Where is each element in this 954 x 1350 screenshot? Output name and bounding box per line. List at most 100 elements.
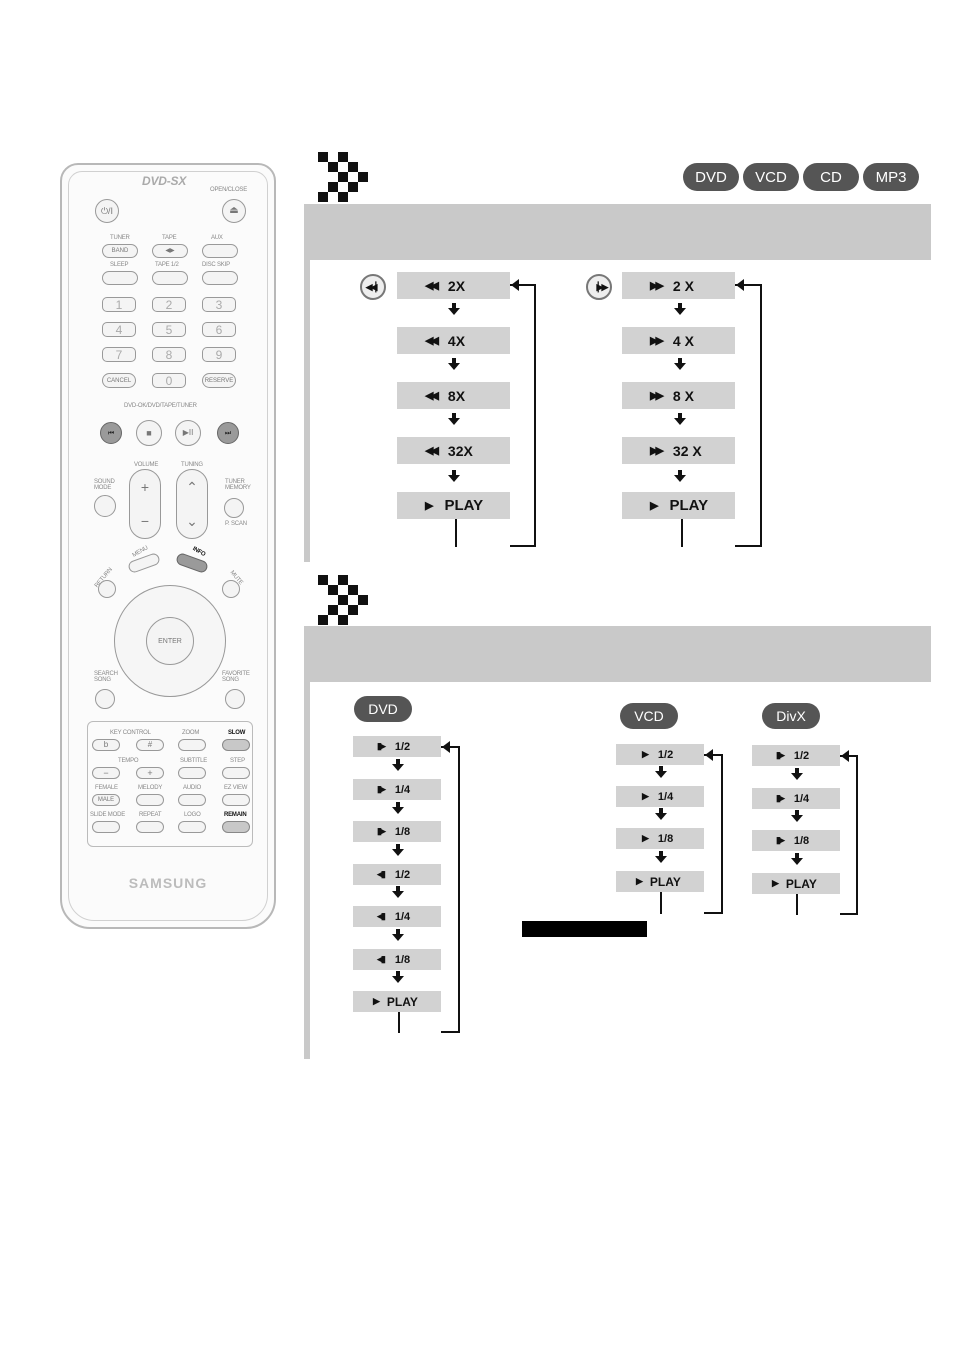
mute-button[interactable]: [222, 580, 240, 598]
favorite-song-button[interactable]: [225, 689, 245, 709]
slide-mode-button[interactable]: [92, 821, 120, 833]
loop-arrow-icon: [736, 279, 744, 291]
aux-button[interactable]: [202, 244, 238, 258]
play-icon: ▶: [636, 876, 643, 886]
audio-button[interactable]: [178, 794, 206, 806]
rewind-icon: ◀◀: [425, 280, 439, 292]
search-song-button[interactable]: [95, 689, 115, 709]
navigation-ring[interactable]: [114, 585, 226, 697]
down-arrow-icon: [392, 929, 404, 941]
zoom-label: ZOOM: [182, 730, 200, 736]
divx-slow-step: ▮▶1/8: [752, 830, 840, 851]
vcd-slow-step: ▶1/8: [616, 828, 704, 849]
volume-up-icon: +: [140, 479, 150, 495]
tape-direction-button[interactable]: ◀▶: [152, 244, 188, 258]
eject-button[interactable]: ⏏: [222, 199, 246, 223]
num-0-button[interactable]: 0: [152, 373, 186, 388]
next-skip-button[interactable]: ⏭: [217, 422, 239, 444]
prev-skip-icon: ◀◀▏: [360, 274, 386, 300]
forward-loop-line: [735, 284, 762, 547]
badge-mp3: MP3: [863, 163, 919, 191]
forward-step-label: 8 X: [672, 387, 694, 404]
male-button[interactable]: MALE: [92, 794, 120, 806]
divx-loop-tail: [796, 894, 842, 915]
fast-forward-icon: ▶▶: [650, 280, 664, 292]
tempo-down-button[interactable]: −: [92, 767, 120, 779]
enter-button[interactable]: ENTER: [146, 617, 194, 665]
melody-button[interactable]: [136, 794, 164, 806]
logo-label: LOGO: [184, 812, 201, 818]
tuning-rocker[interactable]: ⌃ ⌄: [176, 469, 208, 539]
sleep-button[interactable]: [102, 271, 138, 285]
dvd-slow-step: ▮▶1/2: [353, 736, 441, 757]
num-7-button[interactable]: 7: [102, 347, 136, 362]
tuner-memory-button[interactable]: [224, 498, 244, 518]
dvd-slow-step: ◀▮1/8: [353, 949, 441, 970]
play-icon: ▶: [425, 500, 434, 512]
forward-step: ▶▶2 X: [622, 272, 735, 299]
num-3-button[interactable]: 3: [202, 297, 236, 312]
volume-rocker[interactable]: + −: [129, 469, 161, 539]
num-8-button[interactable]: 8: [152, 347, 186, 362]
down-arrow-icon: [674, 358, 686, 370]
num-4-button[interactable]: 4: [102, 322, 136, 337]
stop-button[interactable]: ■: [136, 420, 162, 446]
divx-slow-label: 1/2: [793, 749, 810, 762]
forward-step: ▶▶8 X: [622, 382, 735, 409]
rewind-step-label: 4X: [447, 332, 466, 349]
zoom-button[interactable]: [178, 739, 206, 751]
slide-mode-label: SLIDE MODE: [90, 812, 126, 818]
num-5-button[interactable]: 5: [152, 322, 186, 337]
dvd-slow-label: 1/2: [394, 740, 411, 753]
slow-forward-icon: ▮▶: [377, 826, 386, 836]
ez-view-button[interactable]: [222, 794, 250, 806]
tuning-up-icon: ⌃: [186, 479, 198, 495]
remain-button[interactable]: [222, 821, 250, 833]
remain-label: REMAIN: [224, 812, 247, 818]
down-arrow-icon: [655, 808, 667, 820]
disc-skip-button[interactable]: [202, 271, 238, 285]
prev-skip-button[interactable]: ⏮: [100, 422, 122, 444]
remote-control: DVD-SX OPEN/CLOSE ⏻/I ⏏ TUNER TAPE AUX B…: [60, 163, 276, 929]
tuner-memory-label: TUNER MEMORY: [225, 479, 251, 491]
aux-label: AUX: [211, 235, 223, 241]
down-arrow-icon: [674, 303, 686, 315]
slow-forward-icon: ▮▶: [776, 835, 785, 845]
return-button[interactable]: [98, 580, 116, 598]
rewind-step: ◀◀32X: [397, 437, 510, 464]
play-pause-button[interactable]: ▶II: [175, 420, 201, 446]
num-9-button[interactable]: 9: [202, 347, 236, 362]
slow-button[interactable]: [222, 739, 250, 751]
step-button[interactable]: [222, 767, 250, 779]
vcd-slow-label: 1/4: [657, 790, 674, 803]
slow-forward-icon: ▶: [642, 791, 649, 801]
rewind-step-label: 2X: [447, 277, 466, 294]
slow-forward-icon: ▶: [642, 749, 649, 759]
repeat-button[interactable]: [136, 821, 164, 833]
logo-button[interactable]: [178, 821, 206, 833]
vcd-slow-label: 1/8: [657, 832, 674, 845]
key-sharp-button[interactable]: #: [136, 739, 164, 751]
num-1-button[interactable]: 1: [102, 297, 136, 312]
down-arrow-icon: [791, 810, 803, 822]
p-scan-label: P. SCAN: [225, 521, 247, 527]
cancel-button[interactable]: CANCEL: [102, 373, 136, 388]
slow-label: SLOW: [228, 730, 246, 736]
divx-slow-step: ▮▶1/2: [752, 745, 840, 766]
key-flat-button[interactable]: b: [92, 739, 120, 751]
slow-reverse-icon: ◀▮: [377, 954, 386, 964]
tempo-up-button[interactable]: +: [136, 767, 164, 779]
sound-mode-button[interactable]: [94, 495, 116, 517]
num-6-button[interactable]: 6: [202, 322, 236, 337]
ez-view-label: EZ VIEW: [224, 785, 248, 791]
down-arrow-icon: [448, 303, 460, 315]
remote-inner-border: [68, 171, 268, 921]
subtitle-button[interactable]: [178, 767, 206, 779]
band-button[interactable]: BAND: [102, 244, 138, 258]
dvd-slow-step: ▮▶1/4: [353, 779, 441, 800]
power-button[interactable]: ⏻/I: [95, 199, 119, 223]
num-2-button[interactable]: 2: [152, 297, 186, 312]
rewind-play-step: ▶PLAY: [397, 492, 510, 519]
tape12-button[interactable]: [152, 271, 188, 285]
reserve-button[interactable]: RESERVE: [202, 373, 236, 388]
